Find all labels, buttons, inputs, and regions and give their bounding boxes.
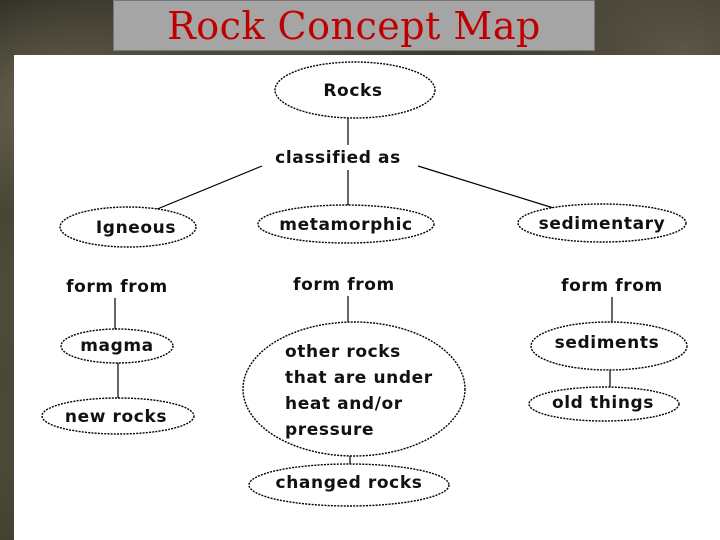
node-changed-rocks: changed rocks	[248, 463, 450, 507]
node-old-things-label: old things	[552, 393, 654, 413]
link-form-from-igneous: form from	[66, 277, 168, 297]
link-classified-as: classified as	[275, 148, 401, 168]
page-title: Rock Concept Map	[167, 3, 541, 48]
node-sedimentary-label: sedimentary	[539, 214, 666, 234]
concept-map-panel	[14, 55, 720, 540]
connector-classified-igneous	[149, 165, 263, 213]
title-banner: Rock Concept Map	[113, 0, 595, 51]
node-metamorphic-label: metamorphic	[279, 215, 412, 235]
node-metamorphic: metamorphic	[257, 204, 435, 244]
node-rocks-label: Rocks	[323, 81, 382, 101]
node-magma: magma	[60, 328, 174, 364]
node-new-rocks-label: new rocks	[65, 407, 167, 427]
node-other-rocks-line-3: heat and/or	[285, 394, 403, 414]
node-other-rocks: other rocks that are under heat and/or p…	[242, 321, 466, 457]
node-old-things: old things	[528, 386, 680, 422]
node-sedimentary: sedimentary	[517, 203, 687, 243]
link-form-from-sedimentary: form from	[561, 276, 663, 296]
node-new-rocks: new rocks	[41, 397, 195, 435]
node-changed-rocks-label: changed rocks	[276, 473, 423, 493]
link-form-from-metamorphic: form from	[293, 275, 395, 295]
node-other-rocks-line-2: that are under	[285, 368, 433, 388]
node-igneous-label: Igneous	[96, 218, 176, 238]
node-magma-label: magma	[80, 336, 154, 356]
connector-classified-sedimentary	[417, 165, 561, 211]
node-sediments: sediments	[530, 321, 688, 371]
node-other-rocks-line-1: other rocks	[285, 342, 401, 362]
node-igneous: Igneous	[59, 206, 197, 248]
node-sediments-label: sediments	[555, 333, 660, 353]
node-other-rocks-line-4: pressure	[285, 420, 374, 440]
node-rocks: Rocks	[274, 61, 436, 119]
